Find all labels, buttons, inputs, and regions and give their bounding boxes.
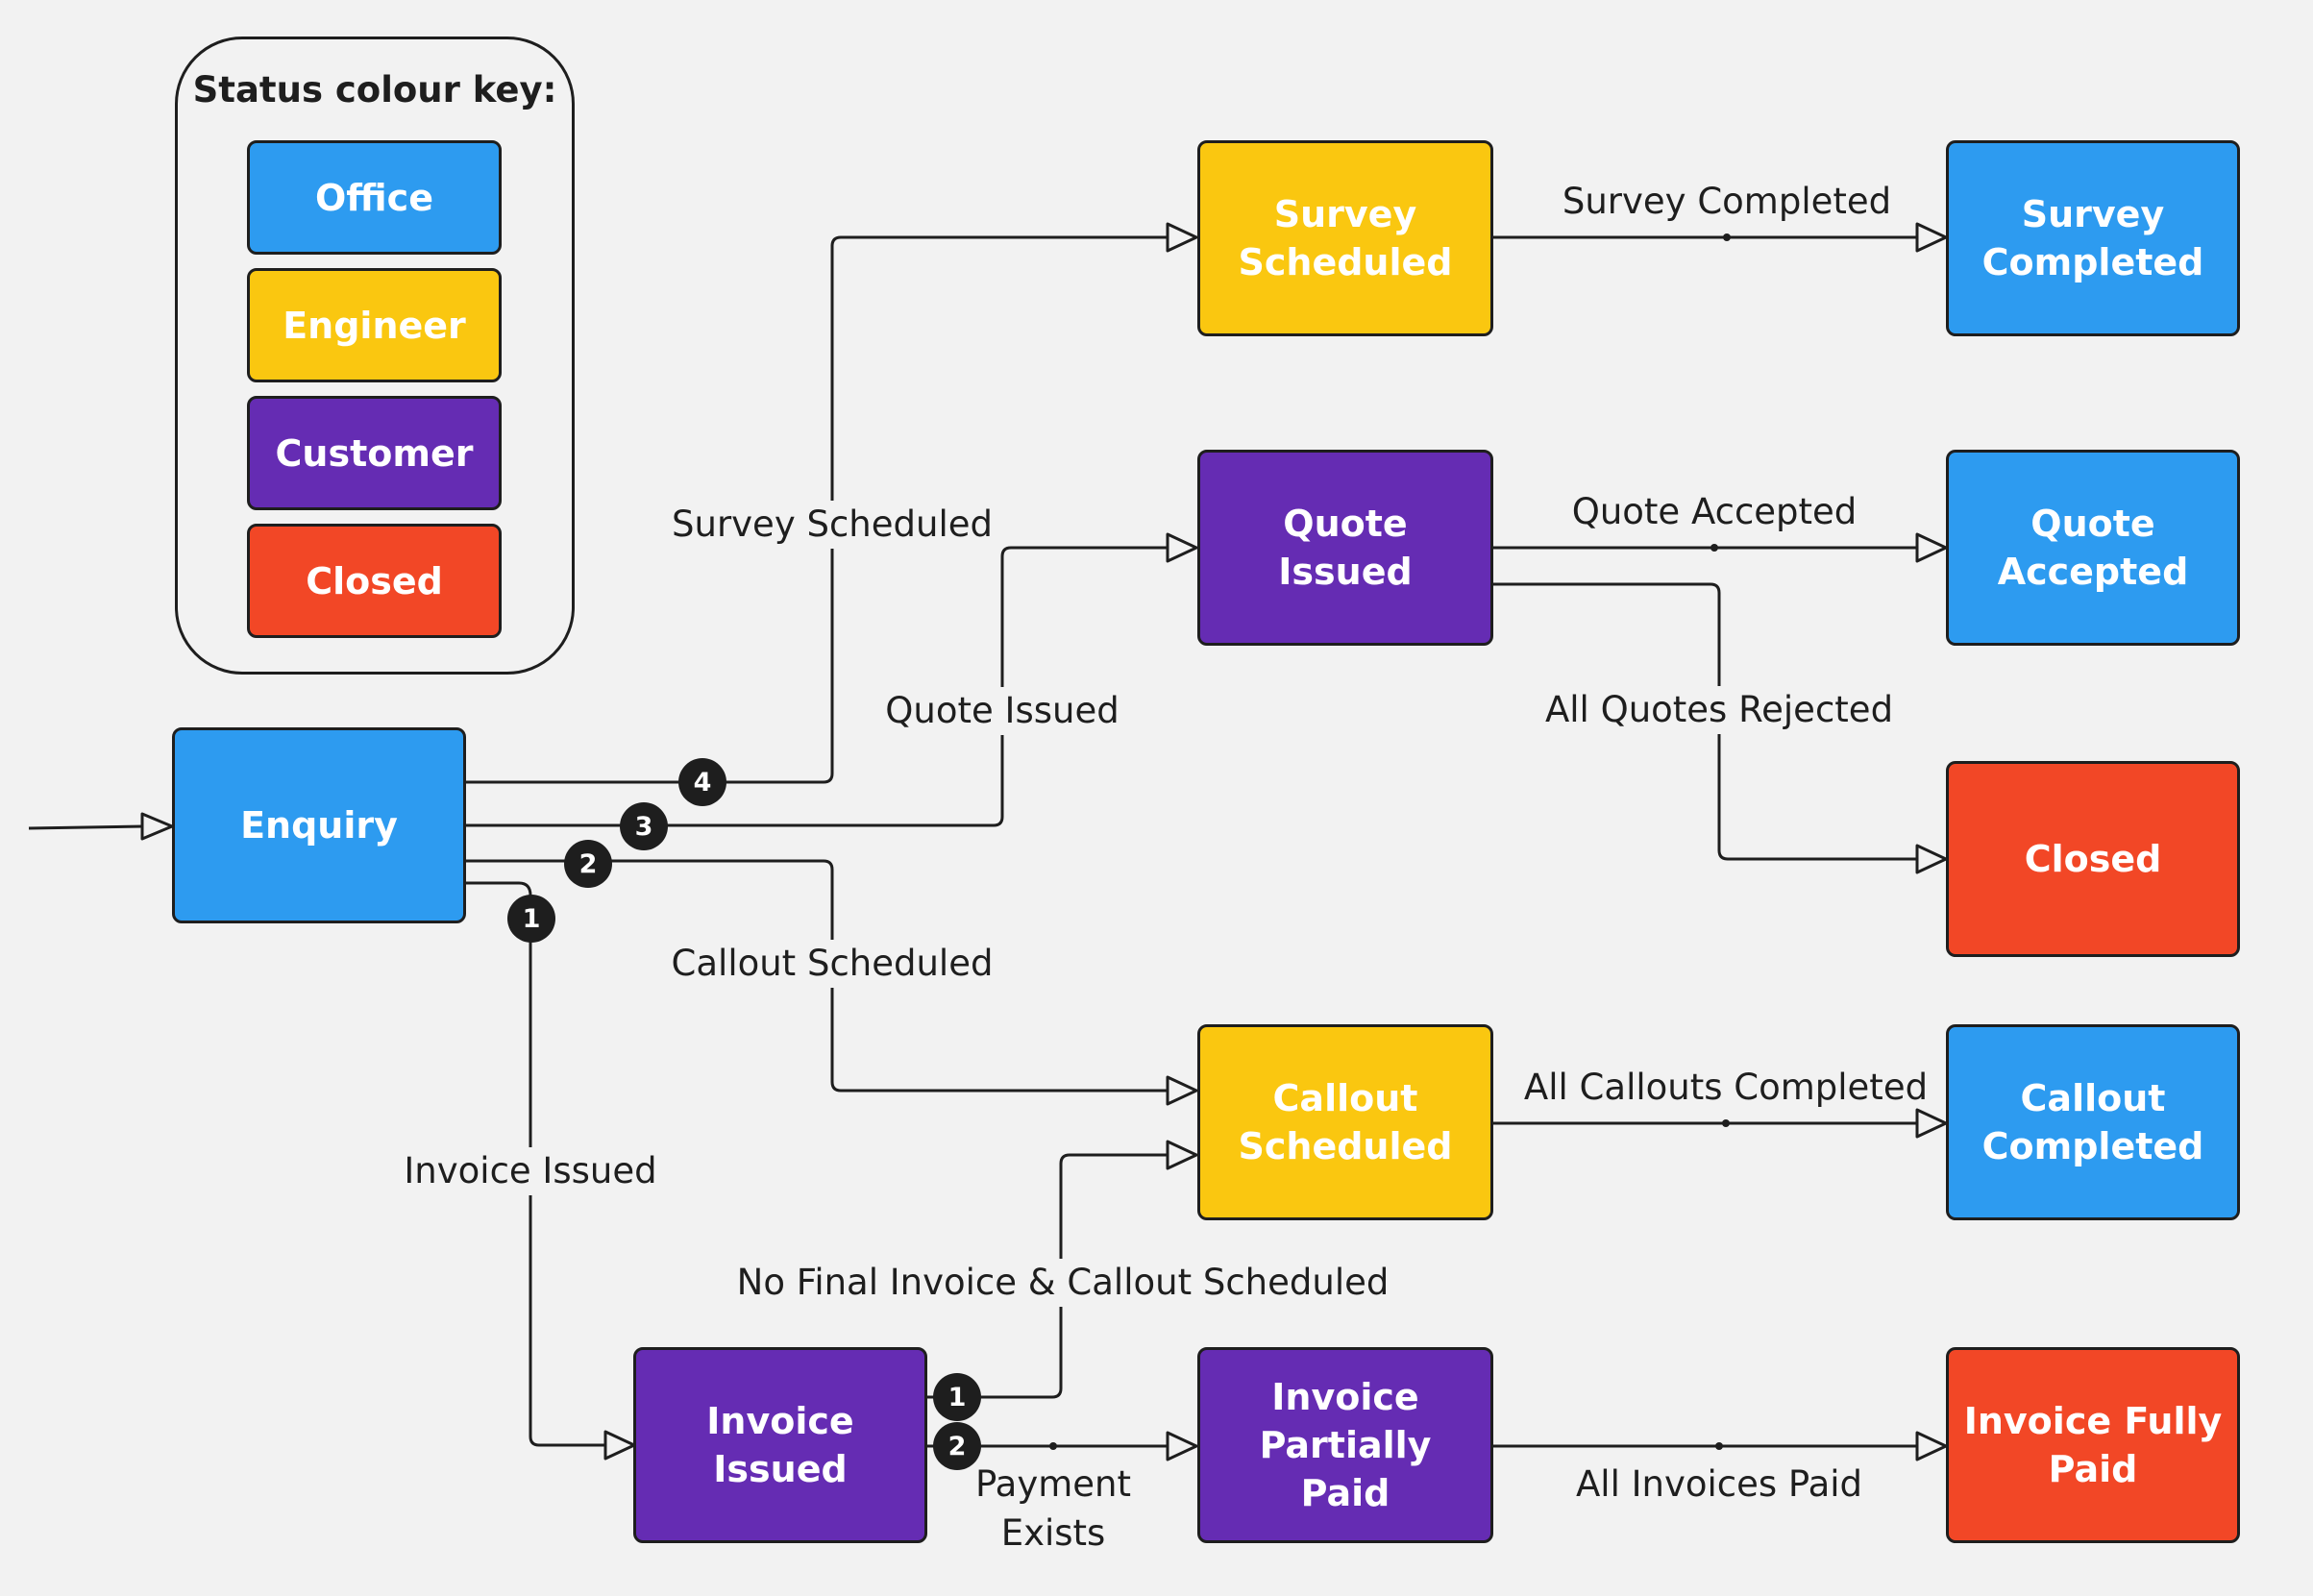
edge-label-payment: Payment — [975, 1463, 1131, 1505]
entry-connector — [28, 824, 145, 830]
node-invoice-partially-paid[interactable]: Invoice Partially Paid — [1197, 1347, 1493, 1543]
node-survey-scheduled[interactable]: Survey Scheduled — [1197, 140, 1493, 336]
edge-label-quote-accepted: Quote Accepted — [1571, 491, 1858, 532]
arrowhead — [1915, 1108, 1948, 1139]
arrowhead — [1166, 222, 1198, 253]
node-survey-completed[interactable]: Survey Completed — [1946, 140, 2240, 336]
priority-badge-2: 2 — [564, 840, 612, 888]
arrowhead — [1166, 532, 1198, 563]
priority-badge-1: 1 — [507, 895, 555, 943]
edge-label-exists: Exists — [1000, 1512, 1106, 1554]
arrowhead — [1915, 1431, 1948, 1461]
edge-label-no-final-invoice: No Final Invoice & Callout Scheduled — [732, 1259, 1393, 1307]
invoice-badge-2: 2 — [933, 1422, 981, 1470]
invoice-badge-1: 1 — [933, 1373, 981, 1421]
priority-badge-4: 4 — [678, 758, 726, 806]
node-closed[interactable]: Closed — [1946, 761, 2240, 957]
node-quote-issued[interactable]: Quote Issued — [1197, 450, 1493, 646]
arrowhead — [1915, 844, 1948, 874]
edge-label-callout-scheduled: Callout Scheduled — [667, 940, 997, 988]
legend-item-customer: Customer — [247, 396, 502, 510]
arrowhead — [1915, 532, 1948, 563]
node-callout-completed[interactable]: Callout Completed — [1946, 1024, 2240, 1220]
midpoint-dot — [1710, 544, 1718, 552]
arrowhead — [1915, 222, 1948, 253]
edge-enquiry-quote — [464, 546, 1174, 827]
arrowhead — [1166, 1140, 1198, 1170]
status-key-title: Status colour key: — [192, 69, 557, 110]
node-enquiry[interactable]: Enquiry — [172, 727, 466, 923]
midpoint-dot — [1723, 233, 1731, 241]
midpoint-dot — [1715, 1442, 1723, 1450]
edge-label-quote-issued: Quote Issued — [881, 687, 1123, 735]
node-invoice-fully-paid[interactable]: Invoice Fully Paid — [1946, 1347, 2240, 1543]
edge-label-survey-scheduled: Survey Scheduled — [668, 501, 997, 549]
node-invoice-issued[interactable]: Invoice Issued — [633, 1347, 927, 1543]
midpoint-dot — [1049, 1442, 1057, 1450]
legend-item-closed: Closed — [247, 524, 502, 638]
node-quote-accepted[interactable]: Quote Accepted — [1946, 450, 2240, 646]
node-callout-scheduled[interactable]: Callout Scheduled — [1197, 1024, 1493, 1220]
arrowhead — [140, 812, 174, 841]
legend-item-office: Office — [247, 140, 502, 255]
edge-label-invoice-issued: Invoice Issued — [400, 1147, 661, 1195]
legend-item-engineer: Engineer — [247, 268, 502, 382]
edge-label-all-quotes-rejected: All Quotes Rejected — [1540, 686, 1898, 734]
edge-label-all-invoices-paid: All Invoices Paid — [1575, 1463, 1863, 1505]
arrowhead — [1166, 1075, 1198, 1106]
arrowhead — [1166, 1431, 1198, 1461]
edge-label-all-callouts-completed: All Callouts Completed — [1523, 1067, 1929, 1108]
arrowhead — [603, 1430, 636, 1461]
priority-badge-3: 3 — [620, 802, 668, 850]
midpoint-dot — [1722, 1119, 1730, 1127]
edge-label-survey-completed: Survey Completed — [1562, 181, 1892, 222]
status-colour-key — [175, 37, 575, 675]
